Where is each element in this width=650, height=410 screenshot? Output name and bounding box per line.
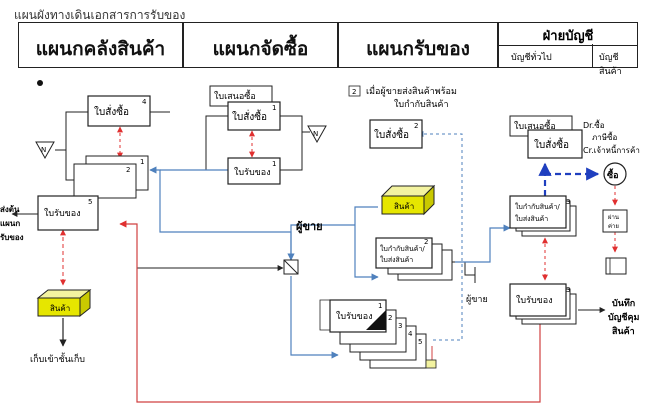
rec-note-line1: เมื่อผู้ขายส่งสินค้าพร้อม	[366, 84, 457, 97]
acc-payable-line2: ค่าย	[608, 223, 619, 230]
acc-payable-line1: ผ่าน	[608, 214, 619, 221]
header-warehouse-label: แผนกคลังสินค้า	[35, 38, 166, 60]
wh-out-label-1: ส่งต้น	[0, 204, 20, 214]
rec-note-icon-num: 2	[352, 88, 356, 96]
header-receiving-label: แผนกรับของ	[366, 38, 470, 60]
rec-inv-line2: ใบส่งสินค้า	[380, 255, 413, 264]
pur-purchase-order: ใบสั่งซื้อ 1	[227, 101, 281, 131]
header-purchasing: แผนกจัดซื้อ	[183, 22, 338, 68]
rec-rr-copy-d: 5	[418, 338, 422, 346]
acc-record-1: บันทึก	[612, 298, 635, 309]
pur-request-label: ใบเสนอซื้อ	[214, 89, 256, 102]
rec-goods-label: สินค้า	[394, 202, 414, 211]
acc-purchase-circle: ซื้อ	[603, 162, 627, 186]
rec-to-acc	[455, 224, 511, 263]
acc-inv-copy: 3	[566, 198, 570, 206]
wh-store-label: เก็บเข้าชั้นเก็บ	[30, 352, 85, 365]
acc-rr-copy: 3	[566, 286, 570, 294]
pur-n-file-icon: N	[307, 125, 327, 144]
rec-invoice-stack: ใบกำกับสินค้า/ ใบส่งสินค้า 2	[375, 237, 453, 281]
rec-diamond	[283, 259, 299, 275]
wh-purchase-order: ใบสั่งซื้อ 4	[87, 95, 151, 127]
pur-po-label: ใบสั่งซื้อ	[232, 109, 267, 123]
acc-inv-line1: ใบกำกับสินค้า/	[515, 202, 560, 211]
rec-vendor-return-label: ผู้ขาย	[466, 294, 488, 305]
pur-request-doc: ใบเสนอซื้อ	[209, 85, 273, 107]
rec-po-dash	[417, 131, 463, 341]
wh-rr-copy-2: 2	[126, 166, 130, 174]
wh-n-file-icon: N	[35, 141, 55, 160]
wh-out-label-3: รับของ	[0, 233, 24, 242]
wh-po-label: ใบสั่งซื้อ	[94, 104, 129, 118]
pur-bracket-right	[280, 115, 303, 171]
wh-out-label-2: แผนก	[0, 219, 20, 228]
acc-journal-tax: ภาษีซื้อ	[592, 131, 617, 142]
acc-record-3: สินค้า	[611, 326, 634, 337]
wh-goods-box: สินค้า	[36, 288, 92, 318]
rec-rr-copy-b: 3	[398, 322, 402, 330]
header-accounting-title: ฝ่ายบัญชี	[499, 25, 637, 46]
rec-to-diamond	[287, 224, 330, 261]
pur-n-label: N	[313, 130, 318, 138]
rec-vendor-return	[452, 261, 475, 276]
acc-payable-doc: ผ่าน ค่าย	[602, 209, 628, 233]
red-return-line	[119, 220, 541, 403]
rec-rr-stack: 5 4 3 2 ใบรับของ 1	[319, 299, 437, 369]
wh-rr-copy-5: 5	[88, 198, 92, 206]
wh-po-copy: 4	[142, 98, 147, 106]
acc-ledger-box	[605, 257, 627, 275]
rec-rr-copy: 1	[378, 302, 382, 310]
header-inventory-ledger: บัญชีสินค้า	[599, 53, 622, 77]
rec-goods-box: สินค้า	[380, 184, 436, 216]
rec-vendor-bracket	[354, 206, 379, 281]
wh-n-label: N	[41, 146, 46, 154]
acc-journal-cr: Cr.เจ้าหนี้การค้า	[583, 144, 640, 155]
wh-rr-stack: 1 2 ใบรับของ 5	[37, 155, 149, 231]
pur-rr-copy: 1	[272, 160, 276, 168]
acc-request-label: ใบเสนอซื้อ	[514, 119, 556, 132]
acc-invoice-stack: ใบกำกับสินค้า/ ใบส่งสินค้า 3	[509, 195, 577, 237]
acc-rr-label: ใบรับของ	[516, 295, 553, 306]
acc-po-label: ใบสั่งซื้อ	[534, 137, 569, 151]
pur-receiving-report: ใบรับของ 1	[227, 157, 281, 185]
acc-inv-line2: ใบส่งสินค้า	[515, 214, 548, 223]
diamond-to-rec-rr	[290, 276, 339, 359]
rec-po-copy: 2	[414, 122, 418, 130]
acc-purchase-label: ซื้อ	[607, 168, 619, 181]
acc-rr-stack: ใบรับของ 3	[509, 283, 577, 325]
acc-purchase-order: ใบสั่งซื้อ	[527, 129, 583, 159]
rec-rr-copy-a: 2	[388, 314, 392, 322]
rec-note-icon: 2	[348, 85, 361, 97]
rec-po-label: ใบสั่งซื้อ	[374, 127, 409, 141]
rec-vendor-label: ผู้ขาย	[296, 220, 323, 234]
acc-record-2: บัญชีคุม	[608, 312, 640, 323]
pur-po-copy: 1	[272, 104, 276, 112]
rec-purchase-order: ใบสั่งซื้อ 2	[369, 119, 423, 149]
header-accounting-divider	[592, 44, 593, 67]
rec-inv-line1: ใบกำกับสินค้า/	[380, 244, 425, 253]
header-accounting: ฝ่ายบัญชี บัญชีทั่วไป บัญชีสินค้า	[498, 22, 638, 77]
rec-rr-label: ใบรับของ	[336, 311, 373, 322]
wh-rr-copy-1: 1	[140, 158, 144, 166]
rec-rr-copy-c: 4	[408, 330, 413, 338]
acc-journal-dr: Dr.ซื้อ	[583, 119, 605, 130]
wh-goods-label: สินค้า	[50, 304, 70, 313]
pur-bracket-left	[205, 115, 228, 171]
pur-rr-label: ใบรับของ	[234, 167, 271, 178]
rec-inv-copy: 2	[424, 238, 428, 246]
chart-title: แผนผังทางเดินเอกสารการรับของ	[14, 8, 186, 22]
header-purchasing-label: แผนกจัดซื้อ	[212, 38, 309, 60]
rec-note-line2: ใบกำกับสินค้า	[394, 99, 449, 110]
header-receiving: แผนกรับของ	[338, 22, 498, 68]
header-warehouse: แผนกคลังสินค้า	[18, 22, 183, 68]
wh-rr-label: ใบรับของ	[44, 208, 81, 219]
header-general-ledger: บัญชีทั่วไป	[511, 53, 552, 63]
wh-to-diamond	[136, 260, 284, 271]
start-dot	[37, 80, 43, 86]
